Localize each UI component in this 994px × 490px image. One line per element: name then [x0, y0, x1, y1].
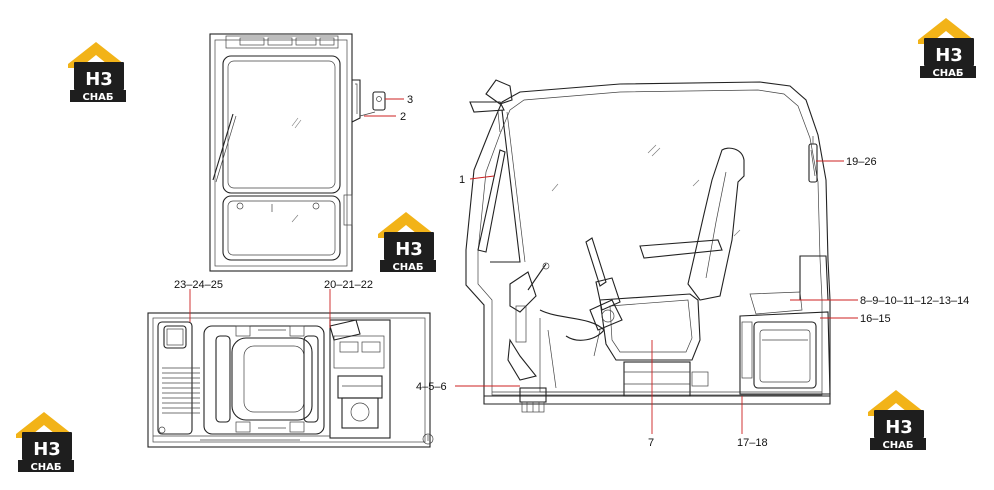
side-view [465, 79, 831, 413]
watermark-logo-top-left: H3 СНАБ [68, 42, 126, 103]
svg-text:H3: H3 [935, 45, 963, 66]
callout-7: 7 [648, 437, 654, 449]
svg-text:СНАБ: СНАБ [882, 440, 913, 451]
top-view-ribs [162, 367, 200, 414]
callout-19-26: 19–26 [846, 156, 877, 168]
svg-text:H3: H3 [85, 69, 113, 90]
svg-text:H3: H3 [33, 439, 61, 460]
callout-8-14: 8–9–10–11–12–13–14 [860, 295, 969, 307]
callout-3: 3 [407, 94, 413, 106]
callout-20-22: 20–21–22 [324, 279, 373, 291]
svg-text:СНАБ: СНАБ [392, 262, 423, 273]
callout-1: 1 [459, 174, 465, 186]
leader-lines [189, 98, 858, 434]
svg-text:СНАБ: СНАБ [30, 462, 61, 473]
watermark-logo-bottom-right: H3 СНАБ [868, 390, 926, 451]
callout-2: 2 [400, 111, 406, 123]
watermark-logo-center: H3 СНАБ [378, 212, 436, 273]
watermark-logo-top-right: H3 СНАБ [918, 18, 976, 79]
callout-16-15: 16–15 [860, 313, 891, 325]
svg-text:H3: H3 [885, 417, 913, 438]
callout-17-18: 17–18 [737, 437, 768, 449]
watermark-logo-bottom-left: H3 СНАБ [16, 412, 74, 473]
svg-text:СНАБ: СНАБ [82, 92, 113, 103]
front-view [209, 33, 386, 272]
callout-4-5-6: 4–5–6 [416, 381, 447, 393]
svg-text:СНАБ: СНАБ [932, 68, 963, 79]
callout-23-25: 23–24–25 [174, 279, 223, 291]
top-view [147, 312, 434, 448]
svg-text:H3: H3 [395, 239, 423, 260]
callout-labels: 1 2 3 4–5–6 7 8–9–10–11–12–13–14 16–15 1… [174, 94, 969, 449]
